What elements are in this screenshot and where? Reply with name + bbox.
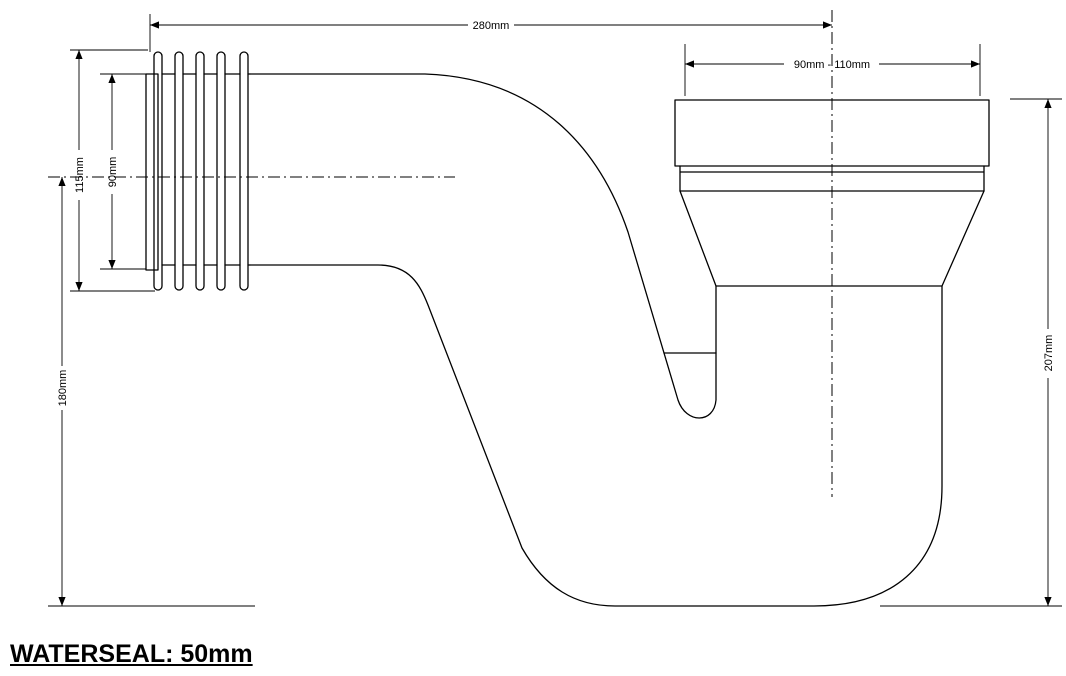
outlet-taper	[679, 190, 985, 287]
dim-label-inlet-height: 180mm	[57, 370, 69, 407]
inlet-sleeve	[145, 73, 159, 271]
dim-label-outlet-height: 207mm	[1043, 335, 1055, 372]
trap-body-outline	[249, 73, 717, 419]
dim-label-inlet-outer: 115mm	[74, 157, 86, 193]
inlet-rib	[216, 51, 226, 291]
dim-label-inlet-inner: 90mm	[107, 157, 119, 188]
waterseal-label: WATERSEAL: 50mm	[10, 640, 253, 668]
inlet-rib	[174, 51, 184, 291]
inlet-rib	[195, 51, 205, 291]
inlet-rib	[239, 51, 249, 291]
inlet-rib-links	[161, 73, 251, 266]
inlet-rib	[153, 51, 163, 291]
dim-label-outlet-diameter: 90mm - 110mm	[794, 59, 870, 71]
trap-bend-outline	[249, 264, 943, 607]
dim-label-overall-width: 280mm	[473, 20, 510, 32]
